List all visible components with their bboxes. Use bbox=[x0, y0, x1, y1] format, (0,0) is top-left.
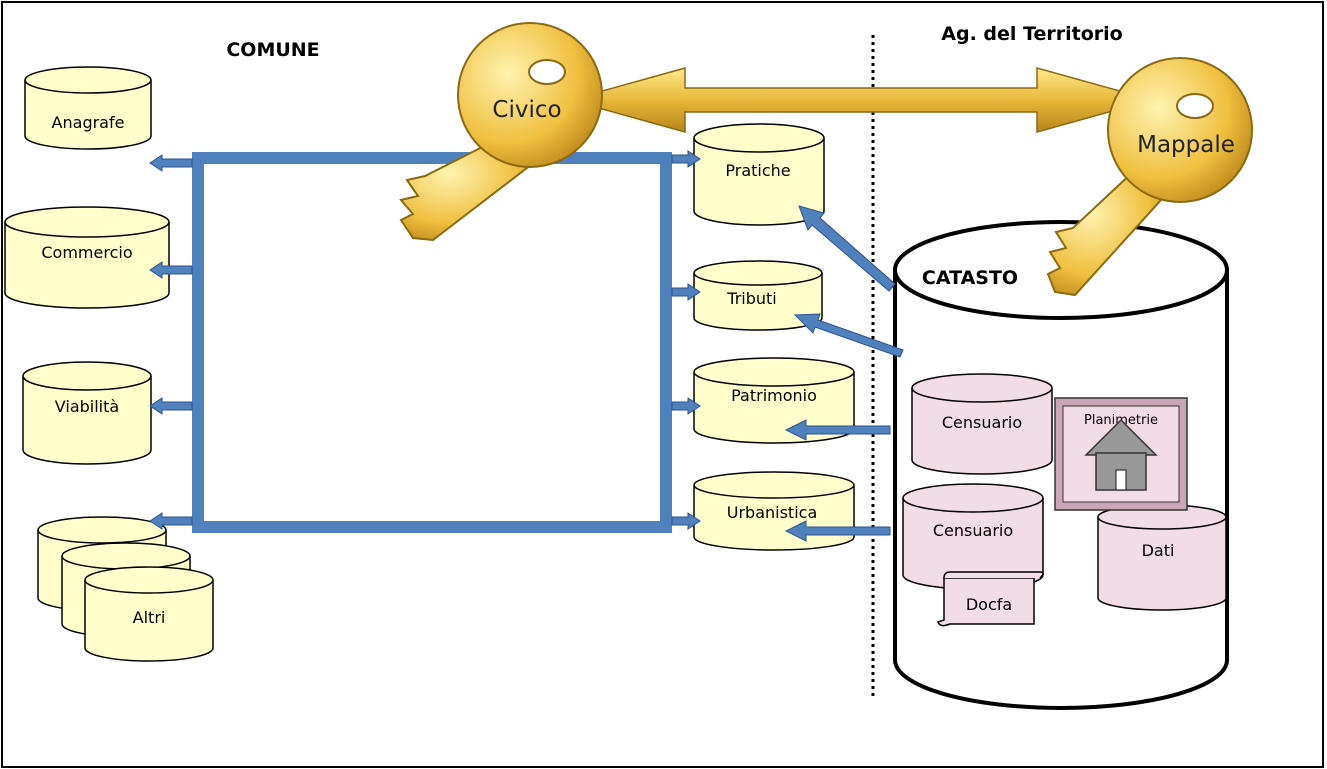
arrow-catasto-to-patrimonio bbox=[784, 419, 891, 441]
connectors-right bbox=[671, 150, 701, 530]
db-pratiche-label: Pratiche bbox=[725, 161, 790, 180]
db-tributi: Tributi bbox=[693, 260, 823, 331]
db-patrimonio-label: Patrimonio bbox=[731, 386, 817, 405]
catasto-label: CATASTO bbox=[922, 267, 1018, 289]
db-altri-stack: Altri bbox=[37, 516, 214, 662]
db-censuario-2-label: Censuario bbox=[933, 521, 1013, 540]
arrow-catasto-to-tributi bbox=[793, 313, 904, 358]
mappale-key-icon: Mappale bbox=[1046, 57, 1253, 297]
arrow-to-urbanistica bbox=[671, 512, 701, 530]
db-commercio-label: Commercio bbox=[41, 243, 132, 262]
db-commercio: Commercio bbox=[4, 206, 170, 309]
planimetrie-frame: Planimetrie bbox=[1054, 397, 1188, 511]
arrow-to-anagrafe bbox=[149, 154, 193, 172]
db-censuario-1-label: Censuario bbox=[942, 413, 1022, 432]
arrow-to-viabilita bbox=[149, 397, 193, 415]
db-viabilita: Viabilità bbox=[22, 361, 152, 465]
arrow-to-commercio bbox=[149, 261, 193, 279]
db-altri-label: Altri bbox=[133, 608, 166, 627]
connectors-left bbox=[149, 154, 193, 530]
db-dati: Dati bbox=[1097, 504, 1227, 611]
arrow-to-patrimonio bbox=[671, 397, 701, 415]
arrow-to-tributi bbox=[671, 283, 701, 301]
docfa-label: Docfa bbox=[966, 595, 1012, 614]
db-urbanistica: Urbanistica bbox=[693, 471, 855, 551]
arrow-catasto-to-urbanistica bbox=[784, 520, 891, 542]
db-urbanistica-label: Urbanistica bbox=[727, 503, 818, 522]
connectors-catasto bbox=[784, 205, 904, 542]
db-censuario-2: Censuario bbox=[902, 483, 1044, 590]
db-anagrafe: Anagrafe bbox=[24, 66, 152, 150]
header-comune: COMUNE bbox=[226, 39, 319, 61]
header-agenzia: Ag. del Territorio bbox=[941, 23, 1122, 45]
mappale-key-label: Mappale bbox=[1137, 132, 1235, 158]
arrow-catasto-to-pratiche bbox=[798, 205, 896, 292]
db-censuario-1: Censuario bbox=[911, 373, 1053, 475]
db-anagrafe-label: Anagrafe bbox=[52, 113, 125, 132]
civico-key-icon: Civico bbox=[399, 22, 603, 242]
docfa-document: Docfa bbox=[937, 571, 1044, 627]
arrow-to-pratiche bbox=[671, 150, 701, 168]
db-tributi-label: Tributi bbox=[726, 289, 776, 308]
db-dati-label: Dati bbox=[1142, 541, 1175, 560]
house-icon bbox=[1084, 418, 1158, 491]
arrow-to-altri bbox=[149, 512, 193, 530]
civico-key-label: Civico bbox=[492, 97, 561, 123]
db-viabilita-label: Viabilità bbox=[55, 397, 119, 416]
